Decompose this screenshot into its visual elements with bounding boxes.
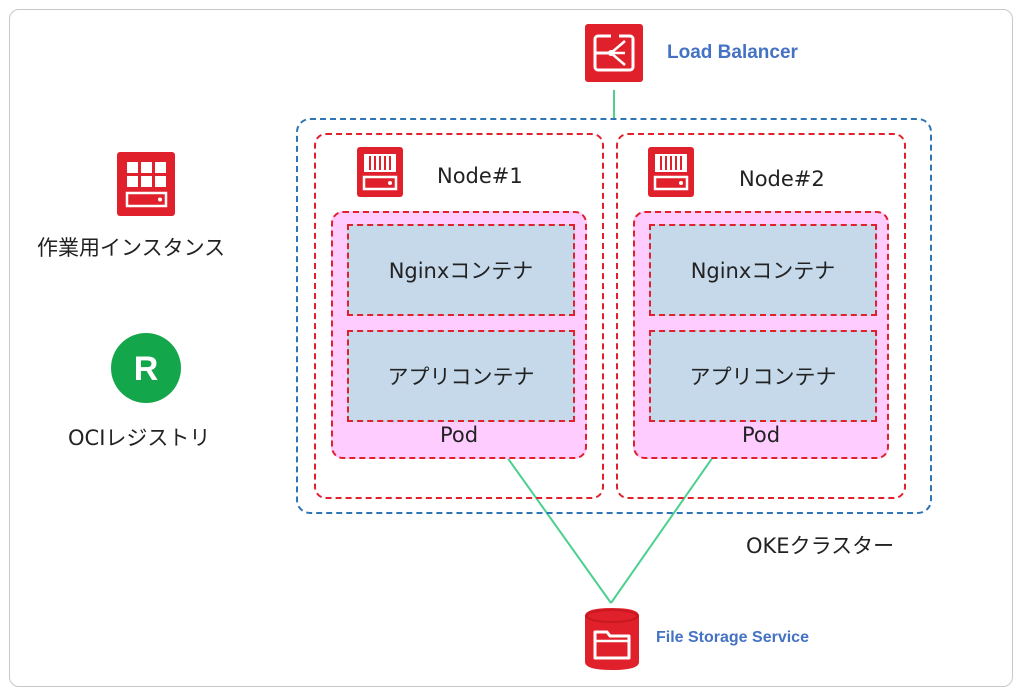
node-1-label: Node#1 — [437, 164, 523, 188]
registry-icon-letter: R — [134, 350, 159, 388]
file-storage-label: File Storage Service — [656, 629, 809, 646]
server-icon — [357, 147, 403, 197]
cluster-label: OKEクラスター — [746, 534, 895, 558]
registry-icon: R — [111, 333, 181, 403]
nginx-container-1: Nginxコンテナ — [347, 224, 575, 316]
node-2-boundary — [616, 133, 906, 499]
nginx-container-2: Nginxコンテナ — [649, 224, 877, 316]
pod-2-label: Pod — [741, 423, 781, 447]
work-instance-label: 作業用インスタンス — [37, 236, 226, 260]
app-container-1: アプリコンテナ — [347, 330, 575, 422]
app-container-2: アプリコンテナ — [649, 330, 877, 422]
registry-label: OCIレジストリ — [68, 426, 211, 450]
load-balancer-label: Load Balancer — [667, 42, 798, 63]
file-storage-icon — [585, 608, 639, 670]
compute-instance-icon — [117, 152, 175, 216]
node-1-boundary — [314, 133, 604, 499]
node-2-label: Node#2 — [739, 167, 825, 191]
pod-1-label: Pod — [439, 423, 479, 447]
server-icon — [648, 147, 694, 197]
load-balancer-icon — [585, 24, 643, 82]
oke-cluster-boundary — [296, 118, 932, 514]
